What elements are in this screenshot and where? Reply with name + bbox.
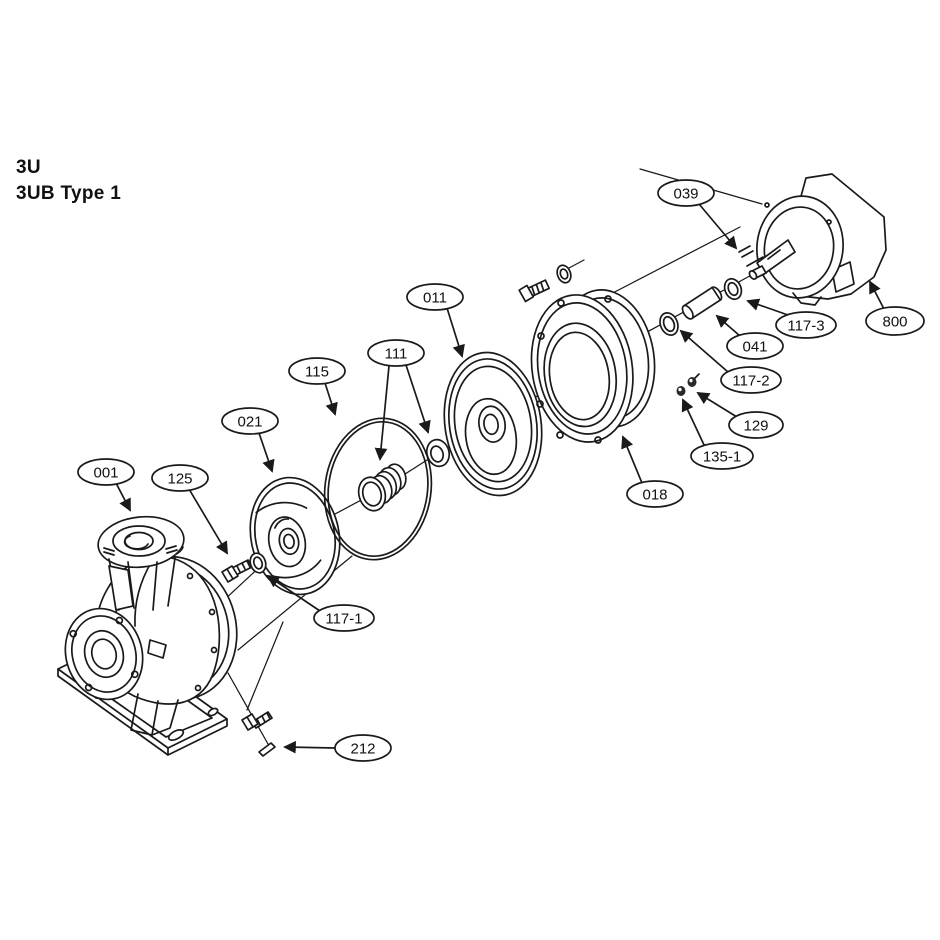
motor-bracket (530, 289, 656, 444)
callouts: 001 011 018 021 039 (77, 179, 925, 762)
mechanical-seal (357, 463, 407, 512)
callout-label: 001 (93, 465, 118, 482)
callout-label: 018 (642, 487, 667, 504)
callout-111: 111 (367, 339, 431, 461)
callout-011: 011 (406, 283, 465, 358)
motor-shaft (748, 239, 796, 280)
title-line-1: 3U (16, 157, 41, 178)
shaft-key (738, 245, 764, 267)
callout-label: 129 (743, 418, 768, 435)
motor-face (756, 195, 844, 299)
callout-bubble (221, 407, 279, 435)
plug-129 (687, 373, 700, 387)
bracket-bolt-washer (556, 264, 572, 284)
callout-bubble (728, 411, 784, 439)
callout-129: 129 (696, 391, 784, 439)
callout-label: 039 (673, 186, 698, 203)
washer-117-1 (249, 552, 267, 574)
callout-800: 800 (865, 280, 925, 336)
title-line-2: 3UB Type 1 (16, 183, 122, 204)
o-ring-117-2 (659, 312, 679, 336)
callout-bubble (626, 480, 684, 508)
page-title: 3U 3UB Type 1 (16, 155, 121, 207)
cover-bolt (221, 559, 253, 583)
callout-label: 212 (350, 741, 375, 758)
callout-021: 021 (221, 407, 279, 473)
callout-115: 115 (288, 357, 346, 416)
callout-bubble (726, 332, 784, 360)
callout-117-1: 117-1 (266, 574, 375, 632)
callout-label: 117-3 (787, 318, 824, 335)
callout-041: 041 (715, 314, 784, 360)
casing-cover-disc (443, 351, 543, 497)
shaft-sleeve (681, 286, 723, 320)
callout-135-1: 135-1 (681, 398, 754, 470)
callout-bubble (313, 604, 375, 632)
callout-label: 135-1 (703, 449, 741, 466)
callout-bubble (775, 311, 837, 339)
callout-label: 111 (385, 346, 408, 363)
callout-bubble (288, 357, 346, 385)
callout-bubble (690, 442, 754, 470)
callout-label: 800 (882, 314, 907, 331)
callout-117-2: 117-2 (679, 329, 782, 394)
callout-label: 117-2 (732, 373, 769, 390)
callout-bubble (865, 306, 925, 336)
callout-label: 041 (742, 339, 767, 356)
seal-seat-ring (425, 438, 451, 468)
callout-label: 117-1 (325, 611, 362, 628)
callout-125: 125 (151, 464, 228, 555)
discharge-flange (64, 607, 144, 701)
callout-bubble (367, 339, 425, 367)
pump-casing (64, 515, 238, 736)
callout-label: 115 (305, 364, 329, 381)
callout-001: 001 (77, 458, 135, 512)
bracket-bolt (518, 279, 551, 303)
callout-212: 212 (283, 734, 392, 762)
callout-bubble (720, 366, 782, 394)
o-ring-117-3 (723, 277, 743, 301)
casing-o-ring (323, 417, 433, 561)
plug-135-1 (676, 386, 686, 396)
suction-flange (97, 515, 185, 611)
base-bolt (241, 711, 276, 757)
callout-label: 021 (237, 414, 262, 431)
callout-bubble (334, 734, 392, 762)
callout-bubble (406, 283, 464, 311)
callout-bubble (657, 179, 715, 207)
callout-label: 125 (167, 471, 192, 488)
callout-label: 011 (423, 290, 447, 307)
motor (738, 173, 887, 306)
callout-bubble (151, 464, 209, 492)
callout-bubble (77, 458, 135, 486)
callout-117-3: 117-3 (746, 298, 837, 339)
impeller (249, 476, 341, 596)
callout-039: 039 (657, 179, 738, 250)
callout-018: 018 (621, 435, 684, 508)
